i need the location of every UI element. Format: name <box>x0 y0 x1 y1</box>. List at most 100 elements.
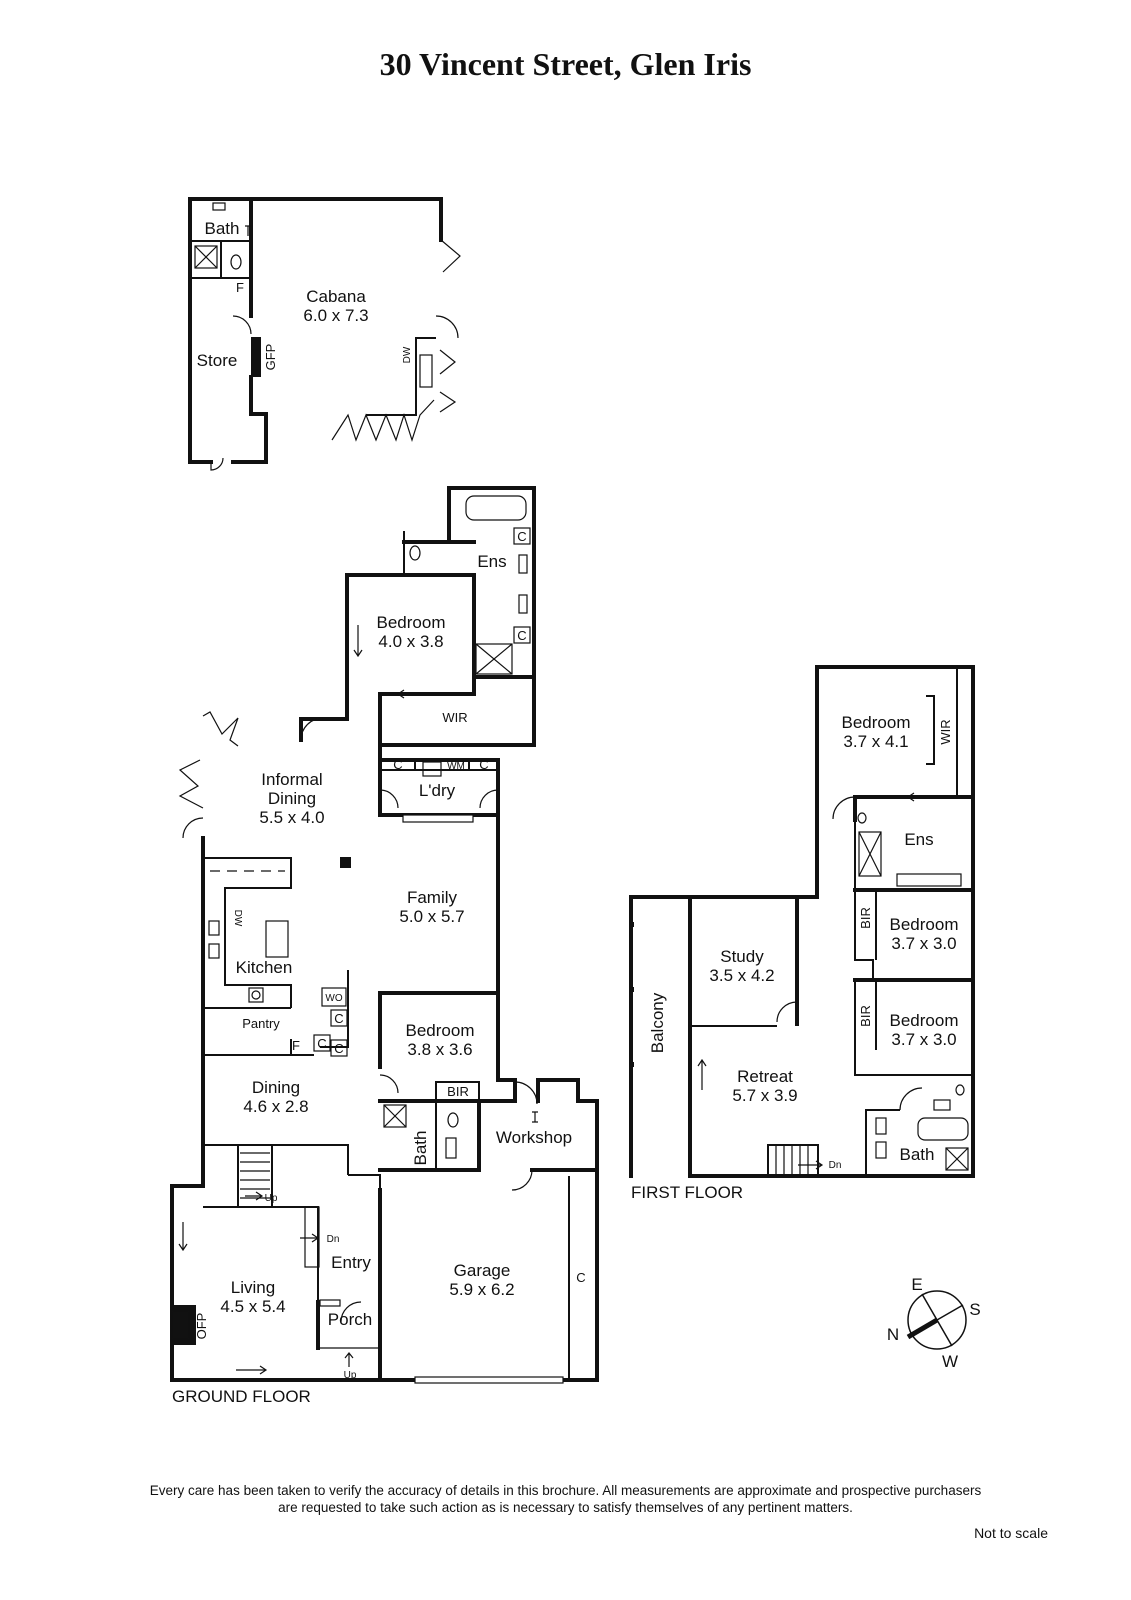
door-arrow-icon <box>236 1365 268 1375</box>
column-icon <box>340 857 351 868</box>
garage-name-label: Garage <box>454 1261 511 1280</box>
fridge-label: F <box>292 1038 300 1053</box>
first-bedroom1-dim-label: 3.7 x 4.1 <box>843 732 908 751</box>
sink-icon <box>208 943 220 959</box>
study-name-label: Study <box>720 947 764 966</box>
first-floor-label: FIRST FLOOR <box>631 1183 743 1202</box>
compass-s-label: S <box>969 1300 980 1319</box>
informal-dining-label-line1: Informal <box>261 770 322 789</box>
entry-label: Entry <box>331 1253 371 1272</box>
door-swing-icon <box>300 717 324 741</box>
vanity-icon <box>896 873 962 887</box>
living-wall <box>170 1184 382 1382</box>
compass-needle-icon <box>906 1317 939 1340</box>
disclaimer: Every care has been taken to verify the … <box>20 1482 1111 1516</box>
washing-machine-label: WM <box>447 761 465 772</box>
wir-label: WIR <box>442 710 467 725</box>
informal-dining-label-line2: Dining <box>268 789 316 808</box>
stairs-up-arrow-icon <box>245 1191 264 1201</box>
balcony-post-icon <box>629 1062 634 1067</box>
porch-label: Porch <box>328 1310 372 1329</box>
bifold-door-icon <box>439 349 456 375</box>
ground-bath-label: Bath <box>411 1131 430 1166</box>
disclaimer-line2: are requested to take such action as is … <box>278 1500 853 1515</box>
stairs-down-arrow-icon <box>300 1233 320 1243</box>
hall-wall <box>795 808 819 899</box>
ensuite-label: Ens <box>477 552 506 571</box>
vanity-icon <box>875 1117 887 1135</box>
porch-up-arrow-icon <box>344 1352 354 1367</box>
compass-e-label: E <box>911 1275 922 1294</box>
dining-name-label: Dining <box>252 1078 300 1097</box>
shower-icon <box>858 831 882 877</box>
bifold-door-icon <box>439 391 457 413</box>
vanity-icon <box>518 594 528 614</box>
door-swing-icon <box>379 789 399 809</box>
bedroom1-dim-label: 4.0 x 3.8 <box>378 632 443 651</box>
bathtub-icon <box>465 495 527 521</box>
stairs-up-label: Up <box>265 1193 278 1204</box>
cooktop-icon <box>251 990 261 1000</box>
first-bedroom3-dim-label: 3.7 x 3.0 <box>891 1030 956 1049</box>
compass: E S N W <box>887 1275 981 1371</box>
vanity-icon <box>518 554 528 574</box>
compass-w-label: W <box>942 1352 958 1371</box>
first-bath-label: Bath <box>900 1145 935 1164</box>
store-label: Store <box>197 351 238 370</box>
ground-floor: C C Ens Bedroom 4.0 x 3.8 WIR C WM C L'd… <box>170 486 599 1406</box>
kitchen-cupboard-label: C <box>317 1036 326 1051</box>
bifold-door-icon <box>331 399 435 442</box>
door-arrow-icon <box>353 625 363 658</box>
bedroom2-name-label: Bedroom <box>406 1021 475 1040</box>
kitchen-wall <box>320 970 349 1048</box>
dishwasher-label: DW <box>402 346 413 363</box>
wall-oven-icon <box>321 987 347 1007</box>
door-swing-icon <box>210 457 224 471</box>
dining-dim-label: 4.6 x 2.8 <box>243 1097 308 1116</box>
garage-door-icon <box>414 1376 564 1384</box>
bifold-door-icon <box>440 239 461 273</box>
living-wall <box>203 1206 319 1272</box>
door-arrow-icon <box>178 1222 188 1252</box>
toilet-icon <box>409 545 421 561</box>
balcony-post-icon <box>629 922 634 927</box>
door-arrow-icon <box>245 225 251 236</box>
first-bedroom1-name-label: Bedroom <box>842 713 911 732</box>
island-sink-icon <box>265 920 289 958</box>
kitchen-cupboard-label: C <box>334 1011 343 1026</box>
vanity-icon <box>875 1141 887 1159</box>
gfp-label: GFP <box>263 344 278 371</box>
wardrobe-rail-icon <box>926 695 935 765</box>
workshop-wall <box>477 1078 517 1103</box>
bedroom1-name-label: Bedroom <box>377 613 446 632</box>
study-wall <box>688 895 799 1178</box>
workbench-icon <box>532 1111 538 1123</box>
toilet-icon <box>857 812 867 824</box>
bifold-door-icon <box>202 711 239 747</box>
bir1-label: BIR <box>858 907 873 929</box>
workshop-label: Workshop <box>496 1128 572 1147</box>
door-swing-icon <box>182 817 204 839</box>
balcony-post-icon <box>629 987 634 992</box>
bifold-door-icon <box>178 759 204 809</box>
plan-title: 30 Vincent Street, Glen Iris <box>379 46 752 82</box>
cupboard-icon <box>513 527 531 545</box>
first-bedroom2-name-label: Bedroom <box>890 915 959 934</box>
kitchen-label: Kitchen <box>236 958 293 977</box>
gas-fireplace-icon <box>251 337 261 377</box>
bedroom2-dim-label: 3.8 x 3.6 <box>407 1040 472 1059</box>
garage-dim-label: 5.9 x 6.2 <box>449 1280 514 1299</box>
door-arrow-icon <box>396 689 440 699</box>
compass-n-label: N <box>887 1325 899 1344</box>
bedroom-wall <box>345 573 476 762</box>
toilet-icon <box>955 1084 965 1096</box>
vanity-icon <box>445 1137 457 1159</box>
ground-floor-label: GROUND FLOOR <box>172 1387 311 1406</box>
retreat-name-label: Retreat <box>737 1067 793 1086</box>
wir-wall <box>378 675 536 747</box>
cupboard-icon <box>313 1034 331 1052</box>
ensuite-cupboard-label: C <box>517 529 526 544</box>
stair-rail-icon <box>304 1206 320 1268</box>
ensuite-wall <box>447 486 536 679</box>
first-bedroom3-name-label: Bedroom <box>890 1011 959 1030</box>
